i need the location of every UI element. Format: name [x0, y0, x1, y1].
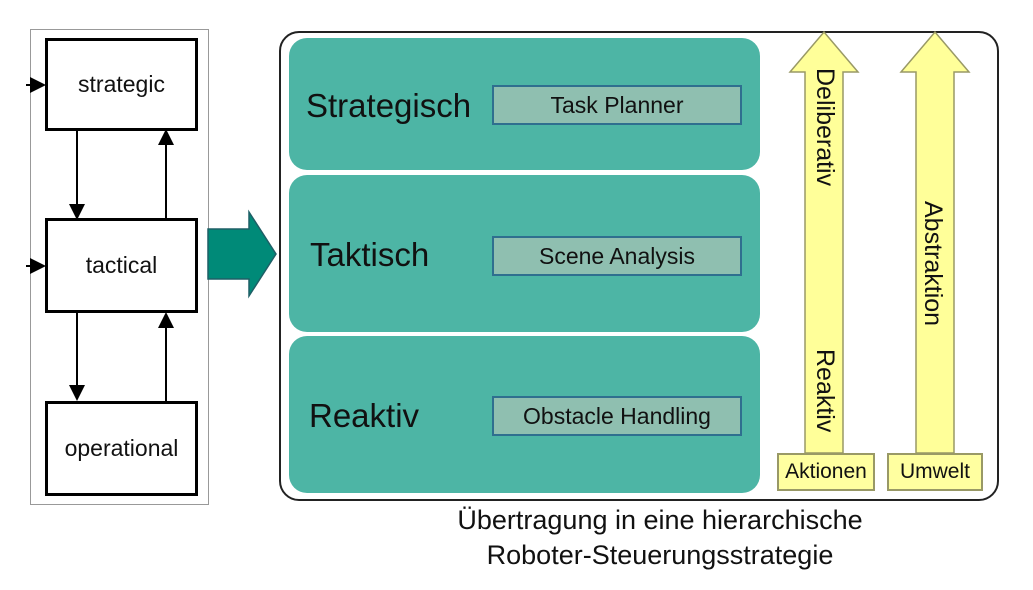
- caption-line-2: Roboter-Steuerungsstrategie: [486, 540, 834, 570]
- tactical-box: tactical: [45, 218, 198, 313]
- transfer-arrow: [207, 209, 277, 299]
- layer-label-strategic: Strategisch: [306, 87, 472, 124]
- axis-arrows: [788, 30, 971, 454]
- reaktiv-label: Reaktiv: [811, 349, 839, 433]
- module-obstacle-handling: Obstacle Handling: [492, 396, 742, 436]
- aktionen-box: Aktionen: [777, 453, 875, 491]
- module-task-planner: Task Planner: [492, 85, 742, 125]
- abstraktion-label: Abstraktion: [919, 201, 947, 327]
- umwelt-box: Umwelt: [887, 453, 983, 491]
- module-scene-analysis: Scene Analysis: [492, 236, 742, 276]
- deliberativ-label: Deliberativ: [811, 68, 839, 187]
- caption-line-1: Übertragung in eine hierarchische: [457, 505, 863, 535]
- deliberative-reactive-arrow: [788, 30, 860, 454]
- abstraction-arrow: [899, 30, 971, 454]
- operational-box: operational: [45, 401, 198, 496]
- strategic-box: strategic: [45, 38, 198, 131]
- layer-label-reactive: Reaktiv: [309, 397, 420, 434]
- layer-label-tactical: Taktisch: [310, 236, 430, 273]
